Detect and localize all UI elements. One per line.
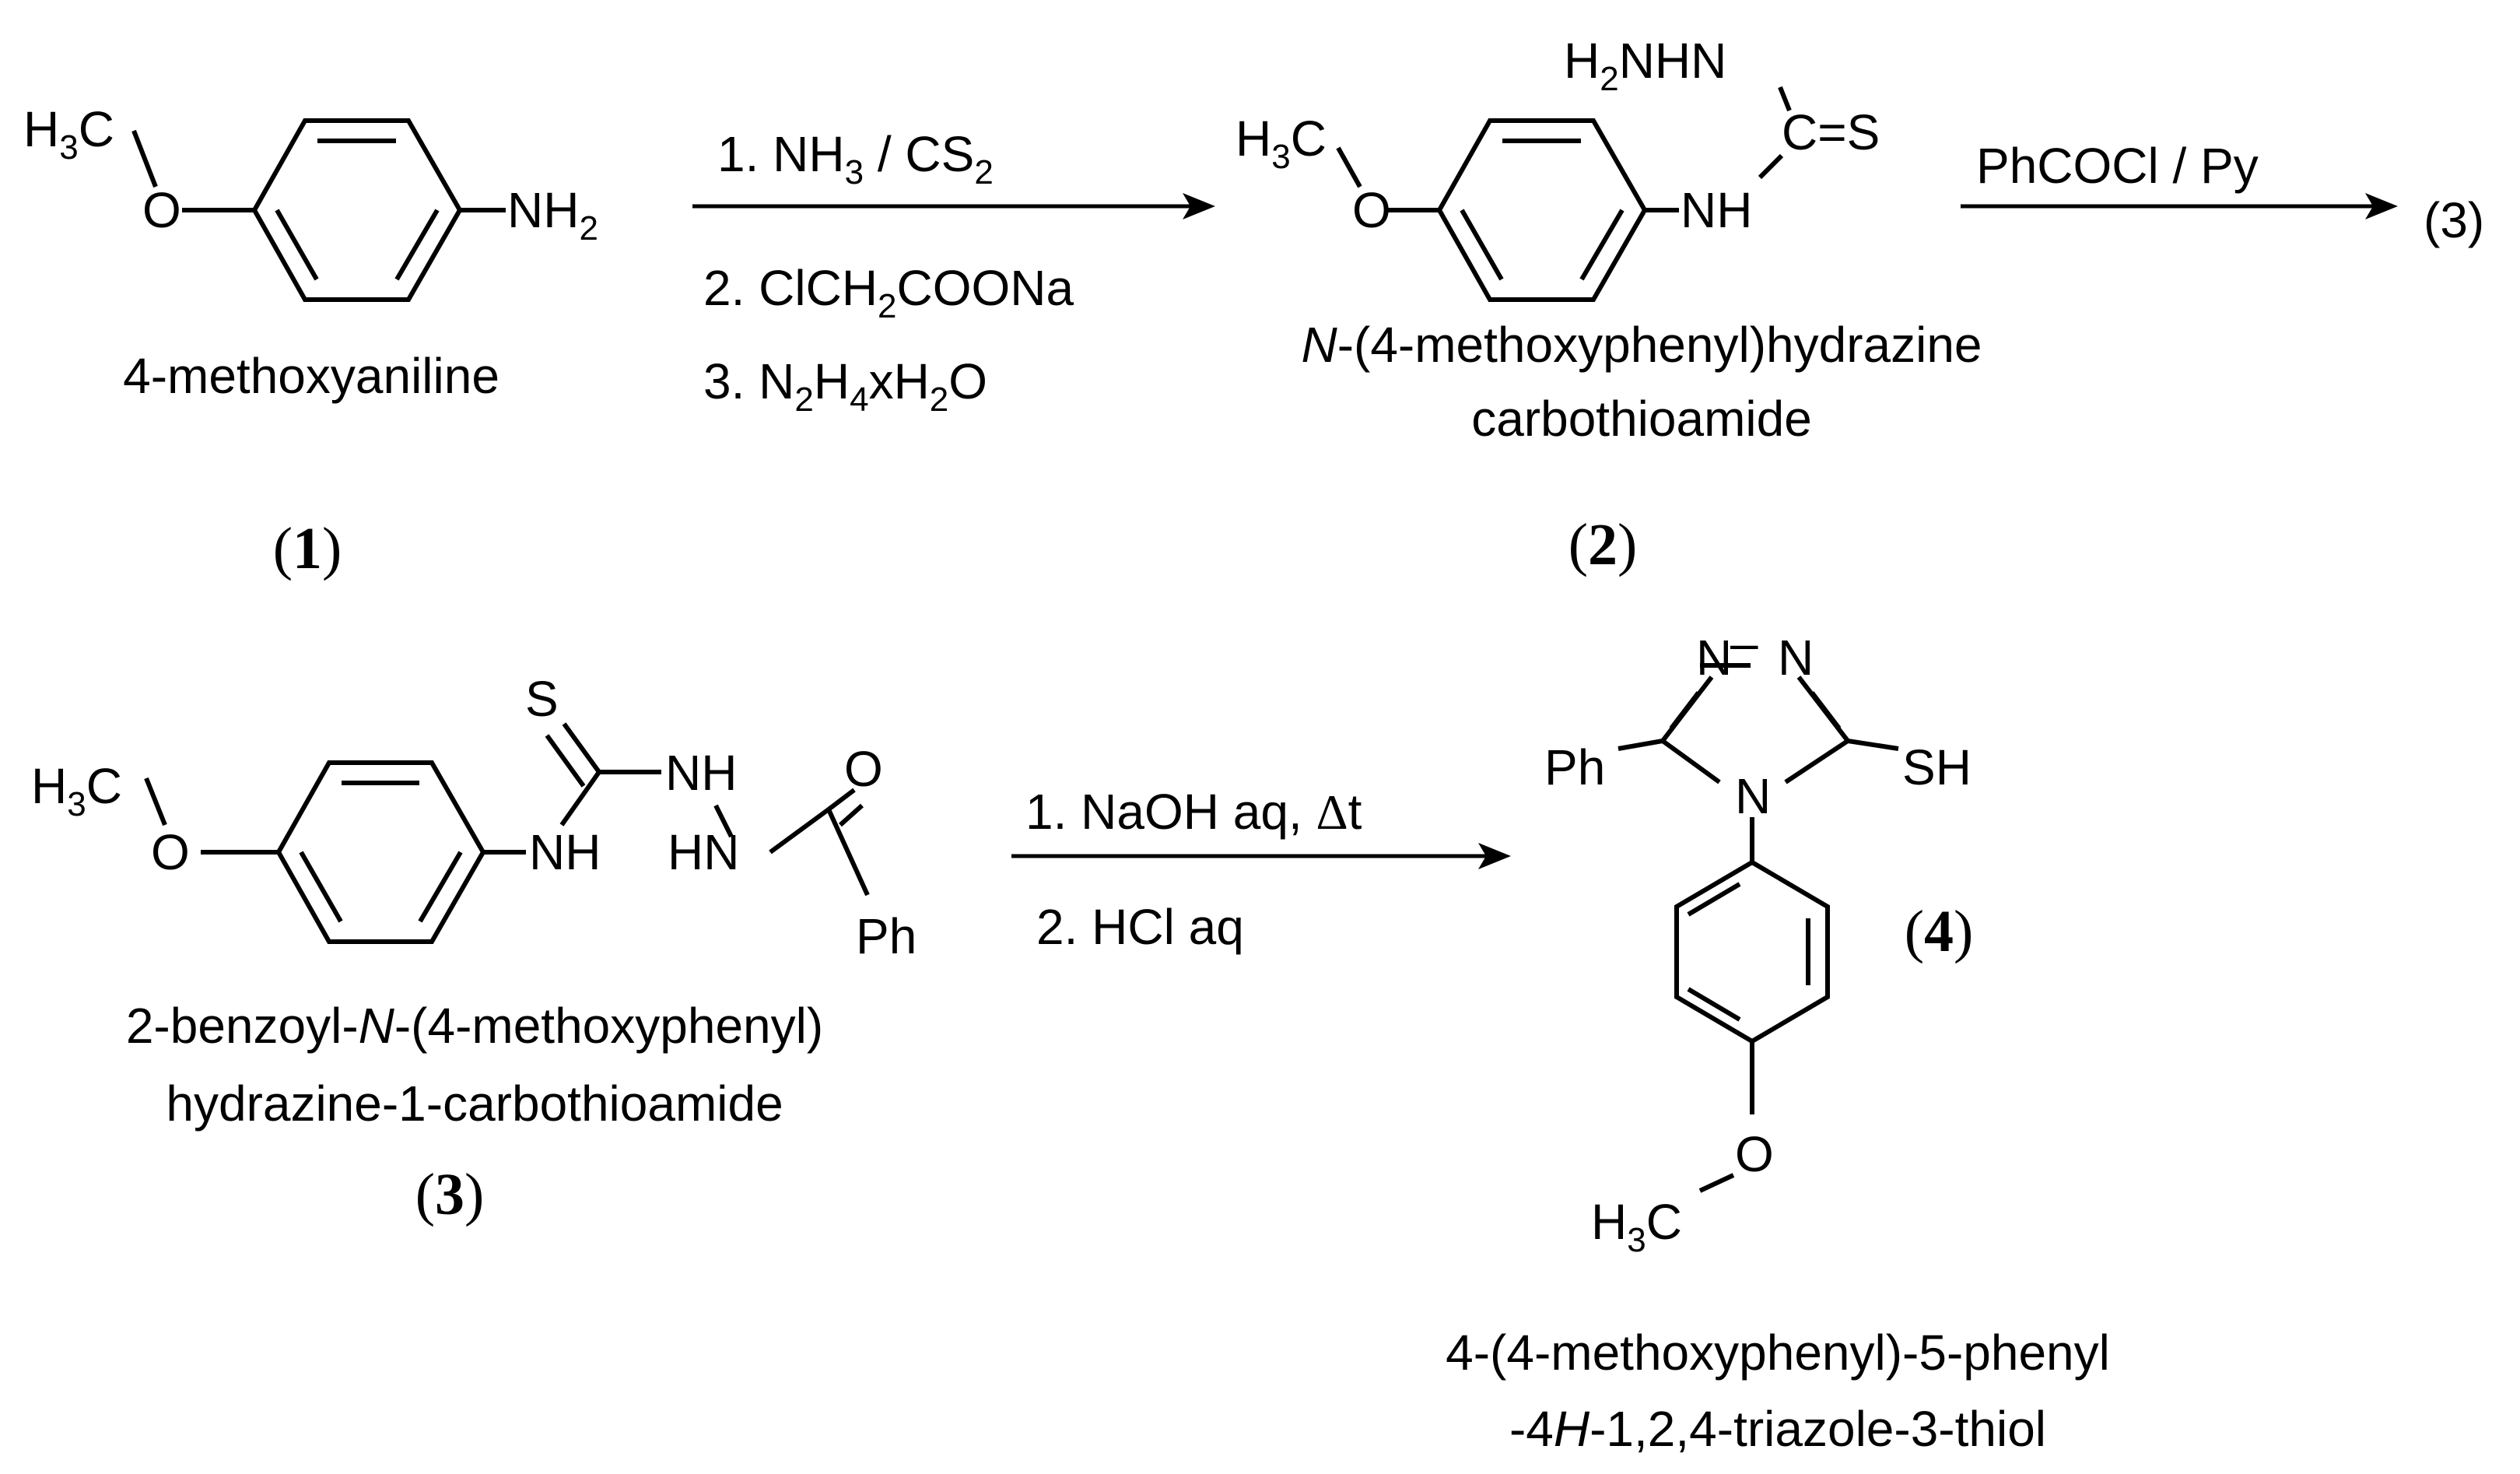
bond-nh-c-2: [1758, 153, 1784, 180]
benzene-ring-2: [1436, 118, 1648, 302]
compound-3-structure: H3C O NH S NH HN O Ph: [31, 671, 917, 964]
amine-label-1: NH2: [507, 182, 598, 247]
compound-4-name-line-1: 4-(4-methoxyphenyl)-5-phenyl: [1446, 1325, 2110, 1381]
bond-c-nhn-2: [1778, 86, 1792, 112]
bond-triazole-sh: [1847, 739, 1899, 751]
reaction-arrow-2: [1961, 193, 2398, 219]
amine-nh-label-3: NH: [529, 824, 601, 880]
oxygen-label-1: O: [142, 182, 181, 238]
compound-1-number: (1): [273, 516, 342, 581]
bond-c-ph-3: [826, 808, 870, 897]
compound-1-name: 4-methoxyaniline: [123, 348, 499, 404]
phenyl-label-4: Ph: [1544, 739, 1605, 795]
bond-cs-double-b: [545, 734, 586, 788]
step2-product-ref: (3): [2424, 192, 2484, 248]
methyl-label-1: H3C: [23, 101, 114, 167]
hydrazide-nh-label-3: NH: [665, 745, 737, 801]
compound-2-name-line-2: carbothioamide: [1471, 391, 1812, 447]
triazole-n1-label: N: [1696, 630, 1732, 686]
triazole-dash: –: [1730, 615, 1758, 671]
step3-reagent-1: 1. NaOH aq, Δt: [1025, 784, 1362, 840]
bond-ch3-o-1: [131, 129, 158, 188]
thiol-label-4: SH: [1902, 739, 1971, 795]
bond-triazole-ph: [1617, 739, 1663, 751]
compound-4-structure: N – N Ph SH N O H3C: [1544, 615, 1971, 1259]
step1-reagent-1: 1. NH3 / CS2: [717, 126, 994, 191]
benzene-ring-3: [275, 760, 486, 944]
bond-ch3-o-3: [144, 777, 167, 826]
compound-3-number: (3): [415, 1162, 485, 1227]
thiocarbonyl-label-2: C=S: [1782, 104, 1880, 160]
phenyl-label-3: Ph: [856, 908, 917, 964]
compound-2-name-line-1: N-(4-methoxyphenyl)hydrazine: [1301, 317, 1982, 373]
compound-4-number: (4): [1905, 899, 1974, 964]
compound-2-structure: H3C O NH C=S H2NHN: [1235, 33, 1880, 302]
reaction-arrow-1: [692, 193, 1215, 219]
triazole-n2-label: N: [1778, 630, 1814, 686]
hydrazide-hn-label-3: HN: [668, 824, 739, 880]
bond-hn-c-3: [769, 807, 830, 855]
carbonyl-oxygen-label-3: O: [844, 741, 883, 797]
amine-nh-label-2: NH: [1681, 182, 1752, 238]
bond-co-double-a: [827, 788, 856, 812]
bond-cs-double-a: [562, 722, 601, 774]
benzene-ring-1: [251, 118, 463, 302]
triazole-ring: [1660, 663, 1850, 784]
bond-co-double-b: [839, 803, 864, 827]
sulfur-label-3: S: [525, 671, 559, 727]
compound-3-name-line-2: hydrazine-1-carbothioamide: [166, 1076, 783, 1132]
bond-ch3-o-2: [1336, 146, 1362, 188]
compound-3-name-line-1: 2-benzoyl-N-(4-methoxyphenyl): [126, 998, 823, 1054]
methyl-label-4: H3C: [1591, 1194, 1682, 1259]
bond-o-ch3-4: [1698, 1173, 1735, 1193]
compound-4-name-line-2: -4H-1,2,4-triazole-3-thiol: [1509, 1401, 2046, 1457]
oxygen-label-2: O: [1352, 182, 1391, 238]
oxygen-label-3: O: [151, 824, 190, 880]
reaction-arrow-3: [1011, 843, 1511, 869]
step1-reagent-2: 2. ClCH2COONa: [703, 260, 1074, 325]
hydrazine-label-2: H2NHN: [1564, 33, 1726, 98]
bond-nh-cs-3: [559, 770, 601, 826]
bond-nh-hn-3: [713, 804, 734, 838]
step1-reagent-3: 3. N2H4xH2O: [703, 353, 987, 419]
oxygen-label-4: O: [1735, 1126, 1774, 1182]
triazole-n4-label: N: [1735, 768, 1771, 824]
step3-reagent-2: 2. HCl aq: [1036, 899, 1244, 955]
step2-reagent: PhCOCl / Py: [1976, 138, 2259, 194]
methyl-label-3: H3C: [31, 758, 122, 823]
methyl-label-2: H3C: [1235, 111, 1327, 176]
compound-1-structure: H3C O NH2: [23, 101, 598, 302]
compound-2-number: (2): [1568, 512, 1638, 577]
benzene-ring-4: [1674, 859, 1830, 1044]
